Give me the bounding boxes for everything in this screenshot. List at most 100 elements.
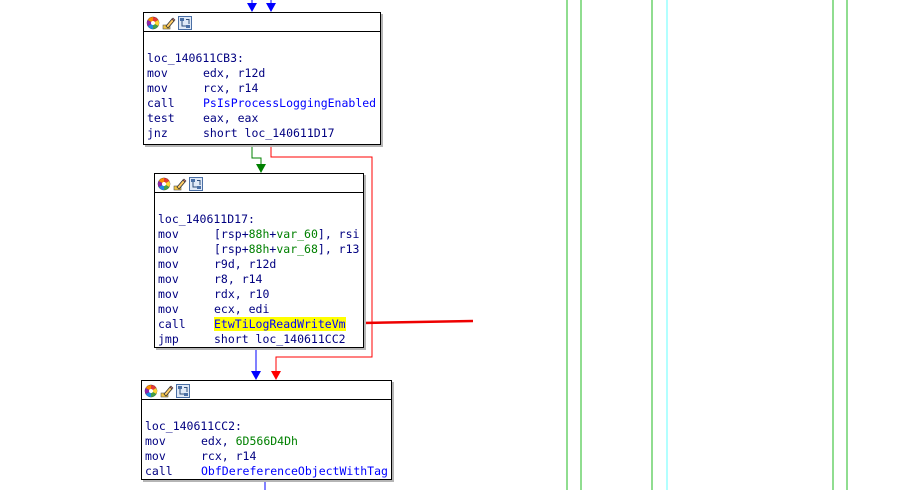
mnemonic: test <box>147 110 175 125</box>
block-header <box>155 174 363 193</box>
operand-text: rcx, r14 <box>201 448 257 463</box>
operand-text: short loc_140611CC2 <box>214 331 346 346</box>
operand-text: edx, <box>201 433 236 448</box>
arrow-head <box>247 3 257 12</box>
function-name[interactable]: PsIsProcessLoggingEnabled <box>203 95 377 110</box>
color-palette-icon[interactable] <box>157 176 171 191</box>
asm-line[interactable]: mov rcx, r14 <box>145 448 391 463</box>
asm-line[interactable]: mov r9d, r12d <box>158 256 363 271</box>
arrow-head <box>266 3 276 12</box>
function-name[interactable]: EtwTiLogReadWriteVm <box>214 316 346 331</box>
arrow-head <box>256 164 266 173</box>
operands: rcx, r14 <box>201 449 256 463</box>
color-palette-icon[interactable] <box>144 383 158 398</box>
block-header <box>144 13 380 32</box>
mnemonic: mov <box>158 301 179 316</box>
block-label[interactable]: loc_140611D17: <box>158 211 255 226</box>
operands: short loc_140611CC2 <box>214 332 346 346</box>
operand-text: + <box>269 226 277 241</box>
operands: rdx, r10 <box>214 287 269 301</box>
mnemonic: mov <box>158 286 179 301</box>
numeric-operand: 88h <box>248 241 270 256</box>
mnemonic: call <box>145 463 173 478</box>
edit-pencil-icon[interactable] <box>160 383 174 398</box>
asm-line[interactable]: mov r8, r14 <box>158 271 363 286</box>
asm-line[interactable]: jnz short loc_140611D17 <box>147 125 380 140</box>
mnemonic: mov <box>145 448 166 463</box>
mnemonic: mov <box>147 65 168 80</box>
operands: edx, 6D566D4Dh <box>201 434 298 448</box>
stack-variable[interactable]: var_68 <box>276 241 318 256</box>
operand-text: edx, r12d <box>203 65 266 80</box>
function-name[interactable]: ObfDereferenceObjectWithTag <box>201 463 388 478</box>
operand-text: r8, r14 <box>214 271 263 286</box>
asm-line[interactable]: test eax, eax <box>147 110 380 125</box>
asm-line[interactable]: mov rdx, r10 <box>158 286 363 301</box>
operand-text: rcx, r14 <box>203 80 259 95</box>
asm-line[interactable]: mov [rsp+88h+var_68], r13 <box>158 241 363 256</box>
operand-text: [rsp+ <box>214 226 249 241</box>
graph-layout-icon[interactable] <box>176 383 190 398</box>
mnemonic: mov <box>158 271 179 286</box>
mnemonic: mov <box>145 433 166 448</box>
mnemonic: mov <box>147 80 168 95</box>
operands: eax, eax <box>203 111 258 125</box>
block-label[interactable]: loc_140611CC2: <box>145 418 242 433</box>
edge-true-branch <box>251 145 262 166</box>
operand-text: short loc_140611D17 <box>203 125 335 140</box>
asm-line[interactable]: mov ecx, edi <box>158 301 363 316</box>
asm-line[interactable]: mov edx, 6D566D4Dh <box>145 433 391 448</box>
asm-line[interactable]: mov rcx, r14 <box>147 80 380 95</box>
operands: [rsp+88h+var_68], r13 <box>214 242 359 256</box>
mnemonic: call <box>147 95 175 110</box>
operands: EtwTiLogReadWriteVm <box>214 316 346 331</box>
annotation-arrow-shaft <box>361 319 474 325</box>
operand-text: ecx, edi <box>214 301 270 316</box>
mnemonic: mov <box>158 256 179 271</box>
operand-text: ], rsi <box>317 226 360 241</box>
operand-text: eax, eax <box>203 110 259 125</box>
color-palette-icon[interactable] <box>146 15 160 30</box>
operands: edx, r12d <box>203 66 265 80</box>
mnemonic: mov <box>158 241 179 256</box>
edge-false-branch <box>270 145 373 371</box>
operands: r8, r14 <box>214 272 262 286</box>
edit-pencil-icon[interactable] <box>162 15 176 30</box>
asm-line[interactable]: call ObfDereferenceObjectWithTag <box>145 463 391 478</box>
mnemonic: jnz <box>147 125 168 140</box>
asm-line[interactable]: mov[rsp+88h+var_60], rsi <box>158 226 363 241</box>
mnemonic: call <box>158 316 186 331</box>
numeric-operand: 6D566D4Dh <box>235 433 298 448</box>
numeric-operand: 88h <box>248 226 270 241</box>
arrow-head <box>271 371 281 380</box>
operand-text: + <box>269 241 277 256</box>
operand-text: ], r13 <box>317 241 360 256</box>
asm-line[interactable]: call PsIsProcessLoggingEnabled <box>147 95 380 110</box>
operands: ObfDereferenceObjectWithTag <box>201 464 388 478</box>
arrow-head <box>251 371 261 380</box>
operands: [rsp+88h+var_60], rsi <box>214 227 359 241</box>
operands: ecx, edi <box>214 302 269 316</box>
stack-variable[interactable]: var_60 <box>276 226 318 241</box>
asm-line[interactable]: mov edx, r12d <box>147 65 380 80</box>
asm-line[interactable]: call EtwTiLogReadWriteVm <box>158 316 363 331</box>
block-label[interactable]: loc_140611CB3: <box>147 50 244 65</box>
block-header <box>142 381 391 400</box>
operands: rcx, r14 <box>203 81 258 95</box>
graph-layout-icon[interactable] <box>178 15 192 30</box>
operands: PsIsProcessLoggingEnabled <box>203 96 376 110</box>
operand-text: r9d, r12d <box>214 256 277 271</box>
edit-pencil-icon[interactable] <box>173 176 187 191</box>
operand-text: [rsp+ <box>214 241 249 256</box>
graph-layout-icon[interactable] <box>189 176 203 191</box>
operands: r9d, r12d <box>214 257 276 271</box>
operand-text: rdx, r10 <box>214 286 270 301</box>
